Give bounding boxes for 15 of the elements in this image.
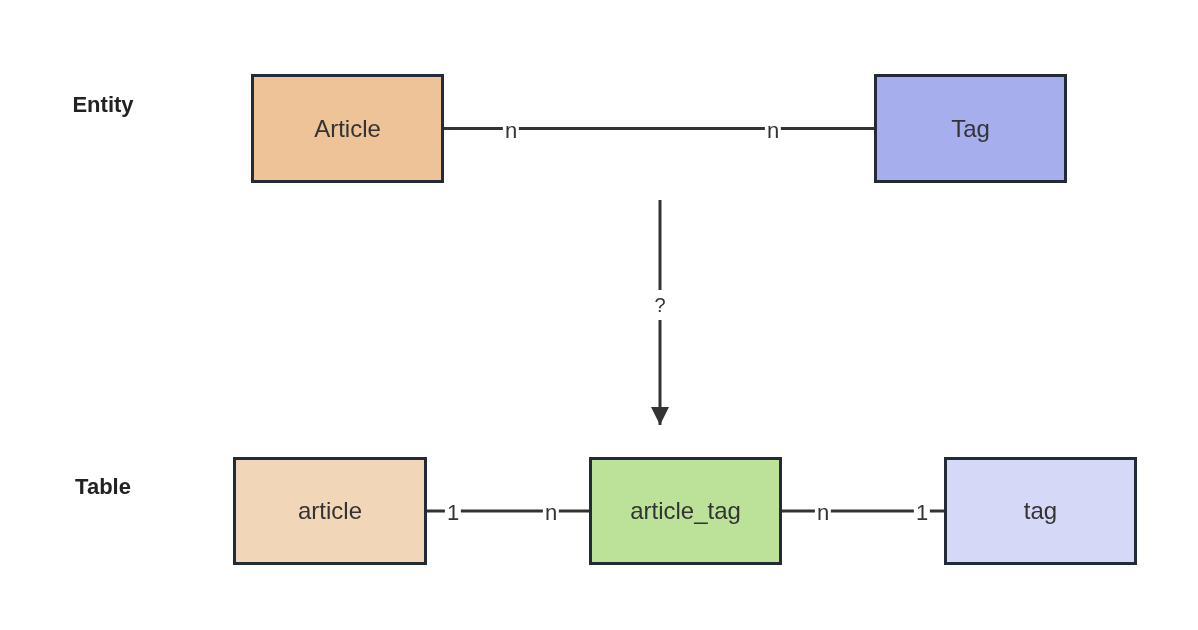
entity-box [874,74,1067,183]
entity-name: article [298,496,362,526]
connector-line [782,509,944,513]
entity-box [944,457,1137,565]
entity-name: tag [1023,496,1058,526]
entity-name: Tag [951,113,990,144]
entity-name: article_tag [630,496,741,526]
connector-line [427,509,589,513]
entity-box [251,74,444,183]
entity-name: Article [314,113,381,144]
entity-box [589,457,782,565]
entity-box [233,457,427,565]
row-label: Table [75,472,131,501]
connector-line [444,127,874,130]
row-label: Entity [72,90,134,119]
